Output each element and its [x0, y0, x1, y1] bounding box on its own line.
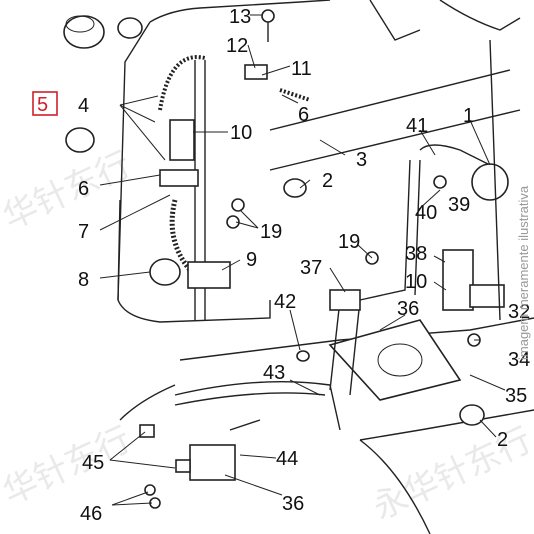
side-caption: imagem meramente ilustrativa [516, 185, 531, 360]
callout-36-b: 36 [282, 493, 304, 515]
callout-6-a: 6 [78, 178, 89, 200]
watermark-text: 永华针东行 [367, 420, 534, 528]
callout-5: 5 [37, 94, 48, 116]
callout-37: 37 [300, 257, 322, 279]
leader-lines [99, 14, 506, 506]
callout-34: 34 [508, 349, 530, 371]
callout-9: 9 [246, 249, 257, 271]
callout-46: 46 [80, 503, 102, 525]
callout-35: 35 [505, 385, 527, 407]
callout-12: 12 [226, 35, 248, 57]
callout-19-a: 19 [260, 221, 282, 243]
callout-6-b: 6 [298, 104, 309, 126]
callout-44: 44 [276, 448, 298, 470]
watermark-text: 华针东行 [0, 144, 137, 238]
callout-10-b: 10 [405, 271, 427, 293]
wiring-harness [158, 55, 311, 320]
callout-39: 39 [448, 194, 470, 216]
callout-3: 3 [356, 149, 367, 171]
callout-13: 13 [229, 6, 251, 28]
plug-parts [63, 15, 485, 426]
callout-4: 4 [78, 95, 89, 117]
callout-labels: 13 12 11 5 4 10 6 3 2 6 7 19 9 8 41 1 40… [37, 6, 530, 525]
callout-8: 8 [78, 269, 89, 291]
callout-2-b: 2 [497, 429, 508, 451]
callout-11: 11 [291, 58, 312, 80]
plate-assembly [139, 289, 462, 481]
watermark-text: 华针东行 [0, 419, 137, 513]
callout-42: 42 [274, 291, 296, 313]
highlight-box [32, 91, 58, 116]
callout-2-a: 2 [322, 170, 333, 192]
callout-19-b: 19 [338, 231, 360, 253]
callout-45: 45 [82, 452, 104, 474]
callout-10-a: 10 [230, 122, 252, 144]
callout-41: 41 [406, 115, 428, 137]
callout-7: 7 [78, 221, 89, 243]
callout-1: 1 [463, 105, 474, 127]
thread-guide [359, 39, 509, 321]
callout-40: 40 [415, 202, 437, 224]
callout-43: 43 [263, 362, 285, 384]
callout-38: 38 [405, 243, 427, 265]
callout-32: 32 [508, 301, 530, 323]
callout-36-a: 36 [397, 298, 419, 320]
